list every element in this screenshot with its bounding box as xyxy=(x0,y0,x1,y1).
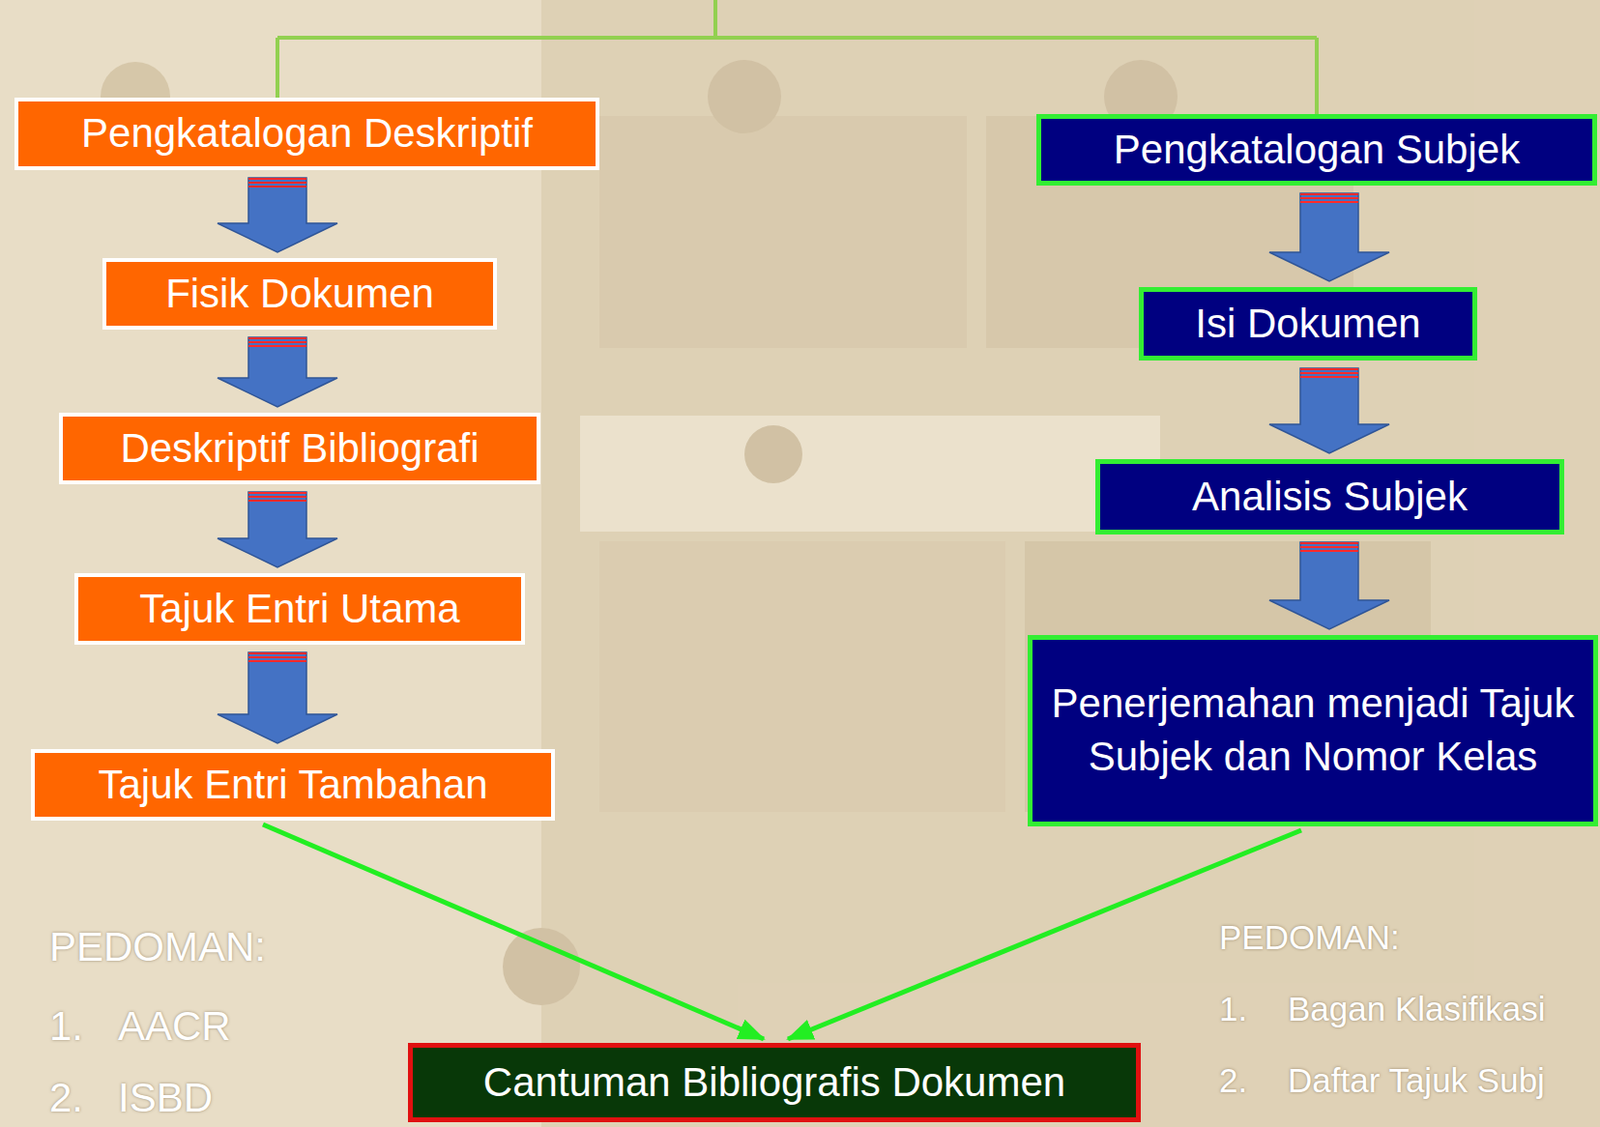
connector-group xyxy=(1269,368,1390,454)
arrow-stripe xyxy=(1300,197,1359,200)
subject-step-box: Analisis Subjek xyxy=(1095,459,1565,535)
arrow-stripe xyxy=(1300,550,1359,553)
guide-item: Daftar Tajuk Subj xyxy=(1287,1063,1545,1098)
subject-step-box: Pengkatalogan Subjek xyxy=(1036,114,1598,186)
arrow-stripe xyxy=(248,181,307,184)
connector-group xyxy=(217,492,338,568)
arrow-stripe xyxy=(248,495,307,498)
guide-heading: PEDOMAN: xyxy=(49,927,266,968)
connector-group xyxy=(217,652,338,744)
arrow-stripe xyxy=(248,652,307,655)
arrow-stripe xyxy=(248,177,307,180)
guide-item: 2. xyxy=(49,1077,84,1119)
step-label: Deskriptif Bibliografi xyxy=(119,422,479,476)
arrow-stripe xyxy=(1300,368,1359,371)
merge-arrow xyxy=(262,824,764,1040)
connector-group xyxy=(217,177,338,253)
arrow-stripe xyxy=(1300,376,1359,379)
block-arrow xyxy=(1269,368,1390,454)
step-label: Pengkatalogan Deskriptif xyxy=(81,107,533,161)
arrow-stripe xyxy=(248,660,307,663)
block-arrow xyxy=(1269,193,1390,282)
descriptive-step-box: Fisik Dokumen xyxy=(102,258,497,330)
step-label: Tajuk Entri Tambahan xyxy=(97,758,488,813)
descriptive-step-box: Tajuk Entri Tambahan xyxy=(30,749,555,821)
descriptive-step-box: Deskriptif Bibliografi xyxy=(58,412,541,485)
connector-group xyxy=(262,824,764,1040)
arrow-stripe xyxy=(248,499,307,502)
block-arrow xyxy=(1269,542,1390,630)
arrow-stripe xyxy=(248,492,307,495)
block-arrow xyxy=(217,492,338,568)
arrow-stripe xyxy=(248,185,307,188)
connector-group xyxy=(1269,542,1390,630)
arrow-stripe xyxy=(248,345,307,348)
arrow-stripe xyxy=(1300,542,1359,545)
guide-item: 1. xyxy=(49,1006,84,1048)
connector-group xyxy=(217,337,338,408)
arrow-stripe xyxy=(248,341,307,344)
guide-item: 1. xyxy=(1219,991,1248,1026)
arrow-stripe xyxy=(248,337,307,340)
block-arrow xyxy=(217,337,338,408)
step-label: Fisik Dokumen xyxy=(165,267,435,321)
guide-item: Bagan Klasifikasi xyxy=(1287,991,1546,1026)
descriptive-step-box: Pengkatalogan Deskriptif xyxy=(14,97,600,171)
guide-item: AACR xyxy=(117,1006,232,1048)
guide-heading: PEDOMAN: xyxy=(1219,920,1400,955)
block-arrow xyxy=(217,177,338,253)
arrow-stripe xyxy=(1300,546,1359,549)
step-label: Analisis Subjek xyxy=(1192,470,1468,524)
step-label: Penerjemahan menjadi Tajuk Subjek dan No… xyxy=(1045,677,1581,784)
block-arrow xyxy=(217,652,338,744)
connector-group xyxy=(1269,193,1390,282)
step-label: Cantuman Bibliografis Dokumen xyxy=(483,1056,1066,1110)
arrow-stripe xyxy=(1300,201,1359,204)
arrow-stripe xyxy=(1300,372,1359,375)
descriptive-step-box: Tajuk Entri Utama xyxy=(74,573,525,645)
step-label: Isi Dokumen xyxy=(1194,297,1421,351)
arrow-stripe xyxy=(1300,193,1359,196)
result-box: Cantuman Bibliografis Dokumen xyxy=(407,1043,1141,1123)
guide-item: 2. xyxy=(1219,1063,1248,1098)
guide-item: ISBD xyxy=(117,1077,213,1119)
subject-step-box: Penerjemahan menjadi Tajuk Subjek dan No… xyxy=(1027,635,1599,827)
step-label: Pengkatalogan Subjek xyxy=(1113,123,1520,177)
step-label: Tajuk Entri Utama xyxy=(139,582,460,637)
subject-step-box: Isi Dokumen xyxy=(1138,287,1478,361)
arrow-stripe xyxy=(248,656,307,659)
